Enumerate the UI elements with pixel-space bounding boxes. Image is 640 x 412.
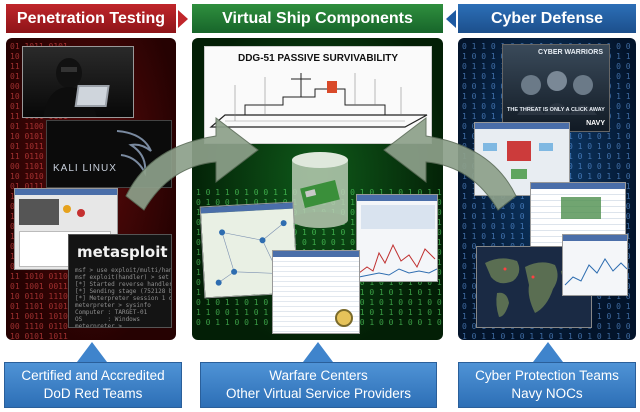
header-penetration-testing: Penetration Testing — [6, 4, 176, 33]
console-text: msf > use exploit/multi/handler msf expl… — [75, 267, 172, 328]
node-icon — [77, 209, 85, 217]
navy-logo: NAVY — [586, 120, 605, 127]
node-icon — [63, 205, 71, 213]
flow-arrow-left-icon — [125, 116, 259, 211]
header-virtual-ship-label: Virtual Ship Components — [222, 9, 413, 27]
cyber-protection-line-1: Cyber Protection Teams — [475, 368, 619, 383]
window-titlebar — [563, 235, 627, 241]
alert-node — [507, 141, 531, 161]
monitoring-chart-window — [356, 194, 438, 282]
header-cyber-defense: Cyber Defense — [458, 4, 636, 33]
poster-subtitle: THE THREAT IS ONLY A CLICK AWAY — [507, 107, 605, 113]
metasploit-label: metasploit — [77, 243, 168, 261]
window-titlebar — [531, 183, 625, 189]
header-arrow-right — [178, 10, 188, 28]
warfare-centers-line-2: Other Virtual Service Providers — [225, 386, 412, 401]
window-titlebar — [475, 123, 569, 129]
up-arrow-left-icon — [77, 342, 107, 362]
poster-title: CYBER WARRIORS — [538, 49, 603, 56]
data-grid-window — [272, 250, 360, 334]
cyber-protection-line-2: Navy NOCs — [511, 386, 583, 401]
traffic-chart-window — [562, 234, 628, 296]
data-table — [361, 205, 435, 229]
warfare-centers-box: Warfare Centers Other Virtual Service Pr… — [200, 362, 437, 408]
window-panel — [19, 199, 59, 225]
seal-icon — [335, 309, 353, 327]
cyber-warriors-poster: CYBER WARRIORS THE THREAT IS ONLY A CLIC… — [502, 44, 610, 132]
red-teams-box: Certified and Accredited DoD Red Teams — [4, 362, 182, 408]
header-arrow-left — [446, 10, 456, 28]
ship-diagram-title: DDG-51 PASSIVE SURVIVABILITY — [237, 53, 399, 64]
status-block — [561, 197, 601, 219]
kali-linux-label: KALI LINUX — [53, 163, 117, 174]
up-arrow-middle-icon — [303, 342, 333, 362]
window-body — [273, 257, 359, 333]
database-cylinder-icon — [288, 150, 352, 230]
ship-survivability-diagram: DDG-51 PASSIVE SURVIVABILITY — [204, 46, 432, 144]
window-titlebar — [273, 251, 359, 257]
flow-arrow-right-icon — [383, 116, 517, 211]
system-node — [483, 143, 497, 151]
warfare-centers-line-1: Warfare Centers — [269, 368, 368, 383]
window-titlebar — [357, 195, 437, 201]
window-body — [357, 201, 437, 281]
header-penetration-testing-label: Penetration Testing — [16, 9, 166, 27]
window-body — [563, 241, 627, 295]
system-node — [539, 143, 553, 151]
hacker-photo — [22, 46, 134, 118]
cyber-protection-box: Cyber Protection Teams Navy NOCs — [458, 362, 636, 408]
header-cyber-defense-label: Cyber Defense — [490, 9, 604, 27]
cyber-defense-panel: 0 1 1 0 1 0 0 1 1 0 1 0 1 1 0 1 0 0 1 0 … — [458, 38, 636, 340]
red-teams-line-1: Certified and Accredited — [21, 368, 165, 383]
header-virtual-ship-components: Virtual Ship Components — [192, 4, 443, 33]
system-node — [511, 169, 527, 179]
red-teams-line-2: DoD Red Teams — [43, 386, 143, 401]
window-titlebar — [15, 189, 117, 195]
virtual-ship-panel: 1 0 1 1 0 1 0 0 1 1 0 1 0 1 1 0 0 1 0 1 … — [192, 38, 443, 340]
metasploit-console: metasploit msf > use exploit/multi/handl… — [68, 234, 172, 328]
up-arrow-right-icon — [533, 342, 563, 362]
